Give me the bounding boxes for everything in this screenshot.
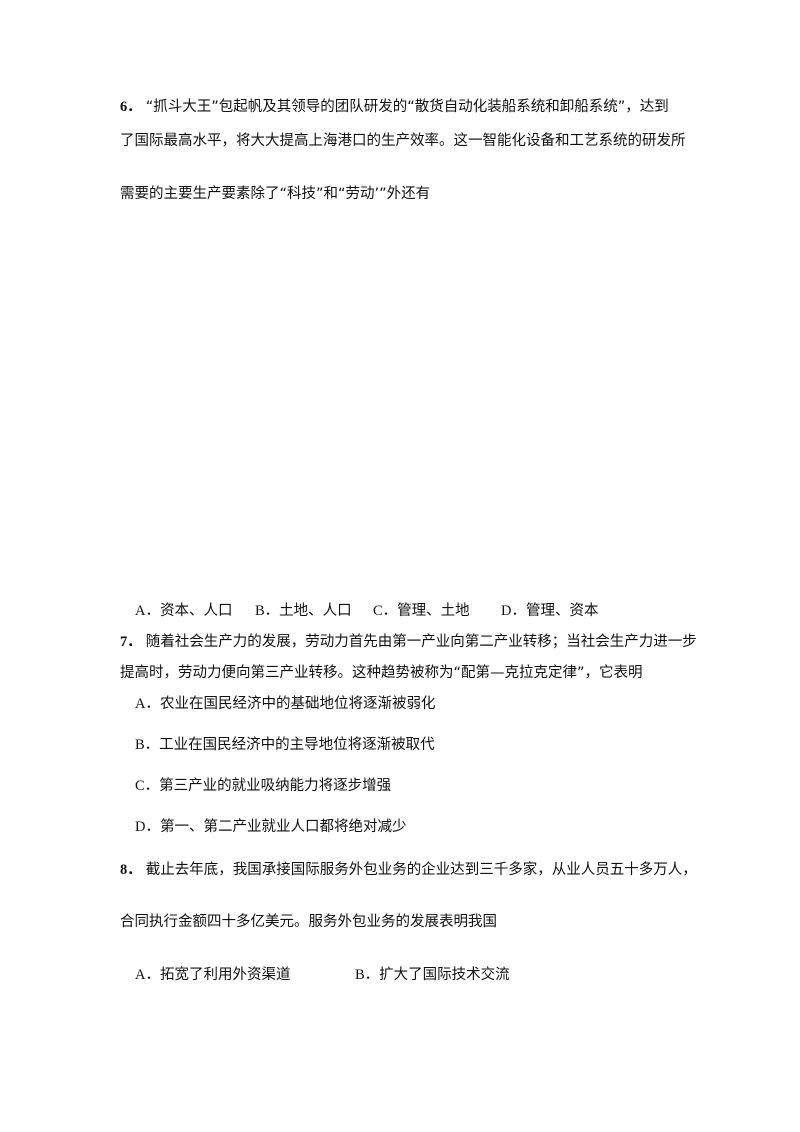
q6-line-1: 6．“抓斗大王”包起帆及其领导的团队研发的“散货自动化装船系统和卸船系统”，达到 <box>120 97 669 117</box>
q7-option-d-text: 第一、第二产业就业人口都将绝对减少 <box>159 819 407 835</box>
q7-option-b: B．工业在国民经济中的主导地位将逐渐被取代 <box>135 735 435 755</box>
q7-option-b-text: 工业在国民经济中的主导地位将逐渐被取代 <box>159 737 435 753</box>
q6-option-a-text: 资本、人口 <box>159 603 233 619</box>
q8-option-b-letter: B． <box>355 967 380 983</box>
q6-option-b: B．土地、人口 <box>255 601 373 621</box>
q7-option-a-letter: A． <box>135 696 160 712</box>
q6-line-2: 了国际最高水平，将大大提高上海港口的生产效率。这一智能化设备和工艺系统的研发所 <box>120 133 686 149</box>
q8-option-a-text: 拓宽了利用外资渠道 <box>159 967 291 983</box>
q6-option-b-text: 土地、人口 <box>279 603 352 619</box>
q6-option-a: A．资本、人口 <box>135 601 255 621</box>
q7-text-1: 随着社会生产力的发展，劳动力首先由第一产业向第二产业转移；当社会生产力进一步 <box>145 634 697 650</box>
q7-option-a-text: 农业在国民经济中的基础地位将逐渐被弱化 <box>159 696 436 712</box>
q7-line-1: 7．随着社会生产力的发展，劳动力首先由第一产业向第二产业转移；当社会生产力进一步 <box>120 632 697 652</box>
q7-option-b-letter: B． <box>135 737 160 753</box>
q6-option-d-text: 管理、资本 <box>525 603 599 619</box>
q7-option-d: D．第一、第二产业就业人口都将绝对减少 <box>135 817 406 837</box>
q7-option-c: C．第三产业的就业吸纳能力将逐步增强 <box>135 776 391 796</box>
q8-number: 8． <box>120 862 142 878</box>
q8-line-1: 8．截止去年底，我国承接国际服务外包业务的企业达到三千多家，从业人员五十多万人， <box>120 860 697 880</box>
q6-option-b-letter: B． <box>255 603 280 619</box>
q7-option-d-letter: D． <box>135 819 160 835</box>
q6-line-3: 需要的主要生产要素除了“科技”和“劳动’”外还有 <box>120 186 431 202</box>
q6-option-c-text: 管理、土地 <box>397 603 470 619</box>
q7-option-c-text: 第三产业的就业吸纳能力将逐步增强 <box>159 778 392 794</box>
q6-option-d: D．管理、资本 <box>501 601 598 621</box>
q6-option-a-letter: A． <box>135 603 160 619</box>
q6-option-c-letter: C． <box>373 603 398 619</box>
q7-line-2: 提高时，劳动力便向第三产业转移。这种趋势被称为“配第—克拉克定律”，它表明 <box>120 665 643 681</box>
q7-option-c-letter: C． <box>135 778 160 794</box>
q6-number: 6． <box>120 99 142 115</box>
q8-option-b: B．扩大了国际技术交流 <box>355 965 510 985</box>
q7-option-a: A．农业在国民经济中的基础地位将逐渐被弱化 <box>135 694 435 714</box>
q8-option-a-letter: A． <box>135 967 160 983</box>
q7-number: 7． <box>120 634 142 650</box>
q6-text-1: “抓斗大王”包起帆及其领导的团队研发的“散货自动化装船系统和卸船系统”，达到 <box>145 99 669 115</box>
q8-text-1: 截止去年底，我国承接国际服务外包业务的企业达到三千多家，从业人员五十多万人， <box>145 862 697 878</box>
q8-line-2: 合同执行金额四十多亿美元。服务外包业务的发展表明我国 <box>120 914 497 930</box>
q6-option-d-letter: D． <box>501 603 526 619</box>
q8-option-a: A．拓宽了利用外资渠道 <box>135 965 355 985</box>
q6-option-c: C．管理、土地 <box>373 601 501 621</box>
q8-option-b-text: 扩大了国际技术交流 <box>379 967 510 983</box>
